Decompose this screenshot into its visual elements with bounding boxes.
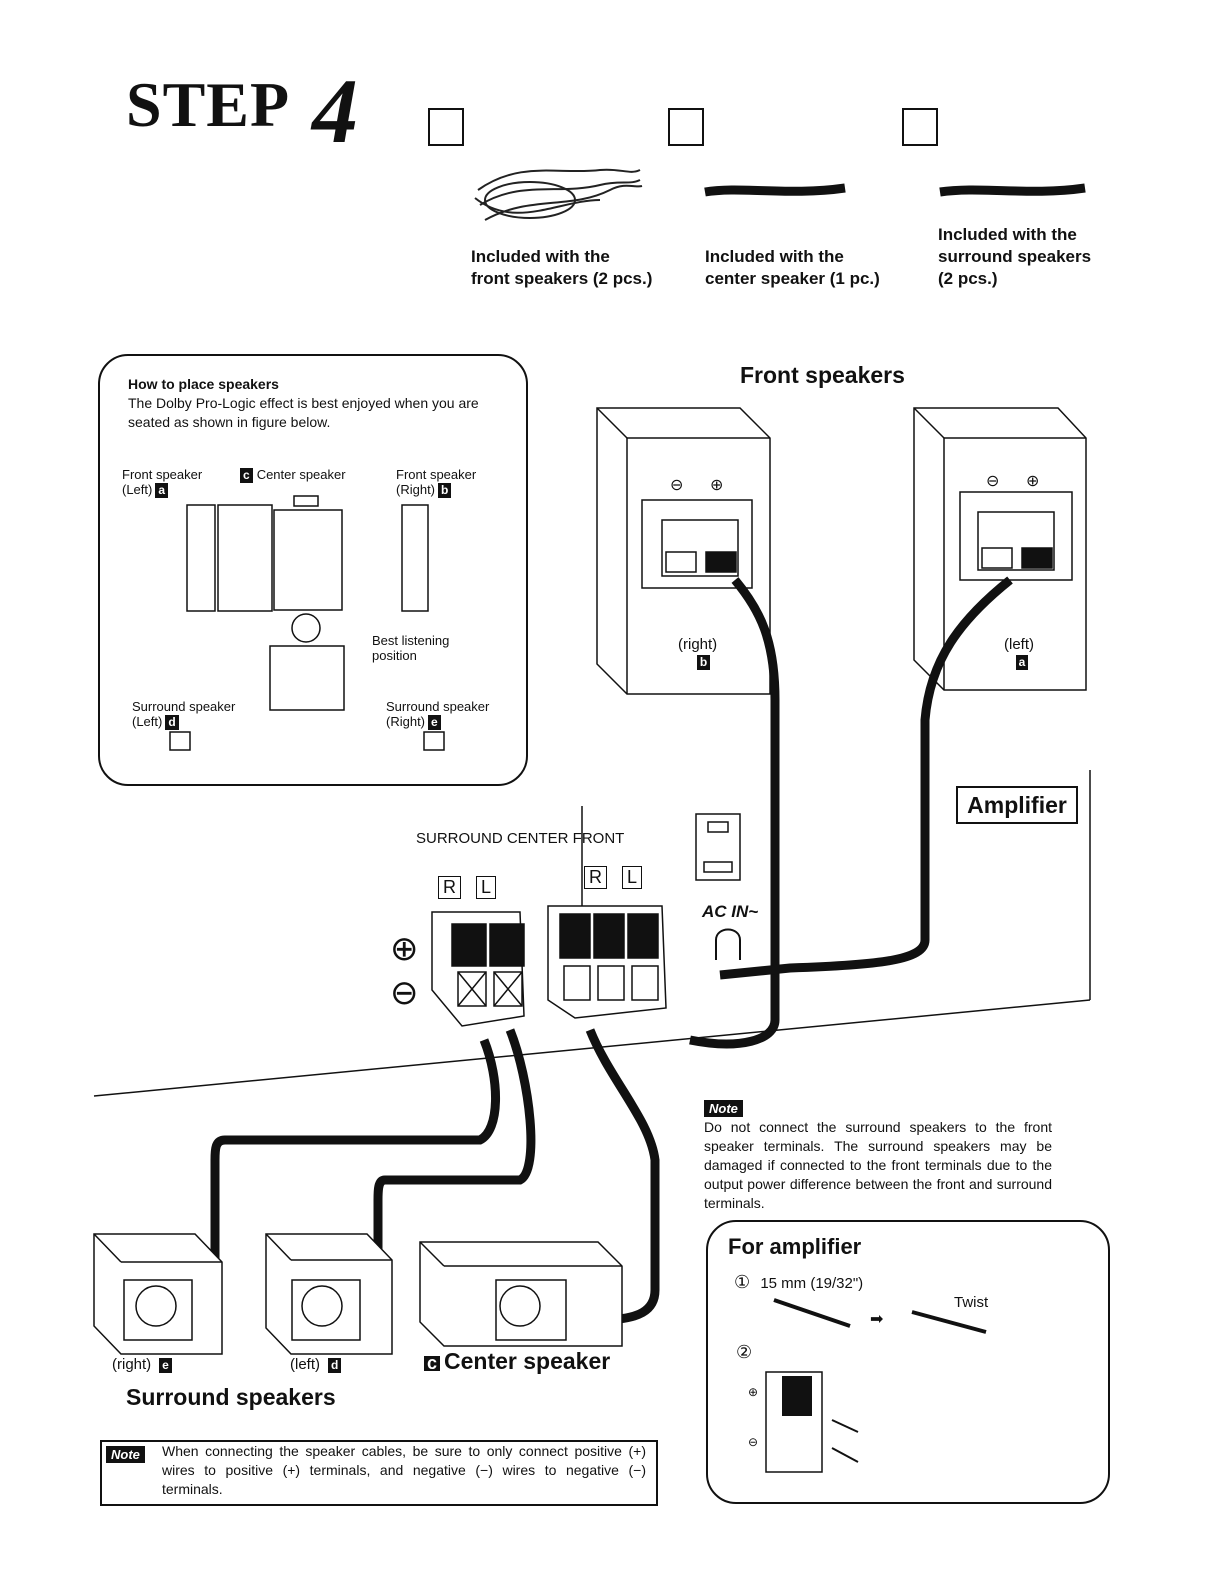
front-cables xyxy=(689,576,1013,1049)
surround-left-speaker-tag: d xyxy=(328,1358,342,1373)
step1-number: ① xyxy=(734,1272,751,1292)
front-right-speaker-tag: b xyxy=(696,655,711,670)
for-amplifier-step1: ① 15 mm (19/32") xyxy=(734,1272,863,1293)
ac-in-label: AC IN~ xyxy=(702,902,759,921)
center-speaker-tag: c xyxy=(424,1354,441,1372)
placement-title: How to place speakers xyxy=(128,376,279,392)
step2-number: ② xyxy=(736,1342,753,1362)
note2-badge: Note xyxy=(106,1446,145,1464)
best-position-label: Best listening position xyxy=(372,633,450,663)
cable-bundle-center xyxy=(704,183,846,197)
bottom-note-box xyxy=(100,1440,658,1506)
svg-text:⊖: ⊖ xyxy=(670,477,683,494)
for-amplifier-box xyxy=(706,1220,1110,1504)
note2-text: When connecting the speaker cables, be s… xyxy=(162,1443,646,1497)
front-left-label: Front speaker (Left)a xyxy=(122,452,202,498)
center-speaker-text: Center speaker xyxy=(444,1348,611,1374)
front-l-label: L xyxy=(622,866,643,889)
svg-text:⊕: ⊕ xyxy=(1026,473,1039,490)
tag-a: a xyxy=(155,483,169,498)
note1-text: Do not connect the surround speakers to … xyxy=(704,1119,1052,1211)
front-r-label: R xyxy=(584,866,607,889)
front-right-speaker-label: (right) b xyxy=(678,636,717,670)
surround-speakers-heading: Surround speakers xyxy=(126,1384,336,1410)
minus-symbol: ⊖ xyxy=(390,974,419,1012)
placement-diagram xyxy=(169,495,445,751)
note1-badge: Note xyxy=(704,1100,743,1118)
surround-left-speaker-label: (left) d xyxy=(290,1356,342,1373)
surround-left-text: Surround speaker (Left) xyxy=(132,699,236,729)
svg-text:⊕: ⊕ xyxy=(748,1385,758,1399)
surround-speaker-left xyxy=(265,1233,393,1355)
svg-text:⊖: ⊖ xyxy=(986,473,999,490)
surround-right-label: Surround speaker (Right)e xyxy=(386,684,489,730)
cable-check-2[interactable] xyxy=(668,108,704,146)
step1-text: 15 mm (19/32") xyxy=(760,1275,864,1292)
svg-text:⊖: ⊖ xyxy=(748,1435,758,1449)
plus-symbol: ⊕ xyxy=(390,930,419,968)
terminal-group-label: SURROUND CENTER FRONT xyxy=(416,830,625,847)
front-left-text: Front speaker (Left) xyxy=(122,467,203,497)
front-right-label: Front speaker (Right)b xyxy=(396,452,476,498)
for-amplifier-title: For amplifier xyxy=(728,1234,862,1259)
surround-left-label: Surround speaker (Left)d xyxy=(132,684,235,730)
step-number: 4 xyxy=(312,60,358,162)
front-speaker-right: ⊖ ⊕ xyxy=(596,407,771,695)
cable-caption-front: Included with the front speakers (2 pcs.… xyxy=(471,247,653,288)
cable-caption-surround: Included with the surround speakers (2 p… xyxy=(938,225,1092,288)
placement-box xyxy=(98,354,528,786)
placement-intro: The Dolby Pro-Logic effect is best enjoy… xyxy=(128,395,479,430)
front-right-text: Front speaker (Right) xyxy=(396,467,477,497)
step-title: STEP xyxy=(126,69,291,140)
surround-speaker-right xyxy=(93,1233,223,1355)
cable-caption-center: Included with the center speaker (1 pc.) xyxy=(705,247,880,288)
surround-l-label: L xyxy=(476,876,497,899)
surround-right-speaker-text: (right) xyxy=(112,1356,152,1373)
cable-check-1[interactable] xyxy=(428,108,464,146)
surround-terminal-block xyxy=(431,911,525,1027)
svg-text:➡: ➡ xyxy=(870,1311,883,1328)
twist-label: Twist xyxy=(954,1294,989,1311)
front-speaker-left: ⊖ ⊕ xyxy=(913,407,1087,691)
front-left-speaker-text: (left) xyxy=(1004,636,1034,653)
note2-badge-text: Note xyxy=(106,1446,145,1463)
front-right-speaker-text: (right) xyxy=(678,636,718,653)
surround-right-speaker-label: (right) e xyxy=(112,1356,172,1373)
front-left-speaker-tag: a xyxy=(1015,655,1029,670)
surround-left-speaker-text: (left) xyxy=(290,1356,320,1373)
surround-r-label: R xyxy=(438,876,461,899)
cable-check-3[interactable] xyxy=(902,108,938,146)
tag-d: d xyxy=(165,715,179,730)
center-front-terminal-block xyxy=(547,905,667,1019)
front-speakers-heading: Front speakers xyxy=(740,362,905,388)
center-text: Center speaker xyxy=(256,467,346,482)
tag-e: e xyxy=(428,715,441,730)
amplifier-label: Amplifier xyxy=(956,786,1078,824)
note1-badge-text: Note xyxy=(704,1100,743,1117)
cable-bundle-front xyxy=(474,168,643,221)
center-speaker xyxy=(419,1241,623,1347)
cable-bundle-surround xyxy=(939,183,1086,197)
tag-b: b xyxy=(438,483,452,498)
front-left-speaker-label: (left) a xyxy=(1004,636,1034,670)
surround-right-speaker-tag: e xyxy=(159,1358,172,1373)
surround-right-text: Surround speaker (Right) xyxy=(386,699,490,729)
svg-text:⊕: ⊕ xyxy=(710,477,723,494)
tag-c: c xyxy=(240,468,253,483)
amplifier-panel xyxy=(93,770,1091,1097)
